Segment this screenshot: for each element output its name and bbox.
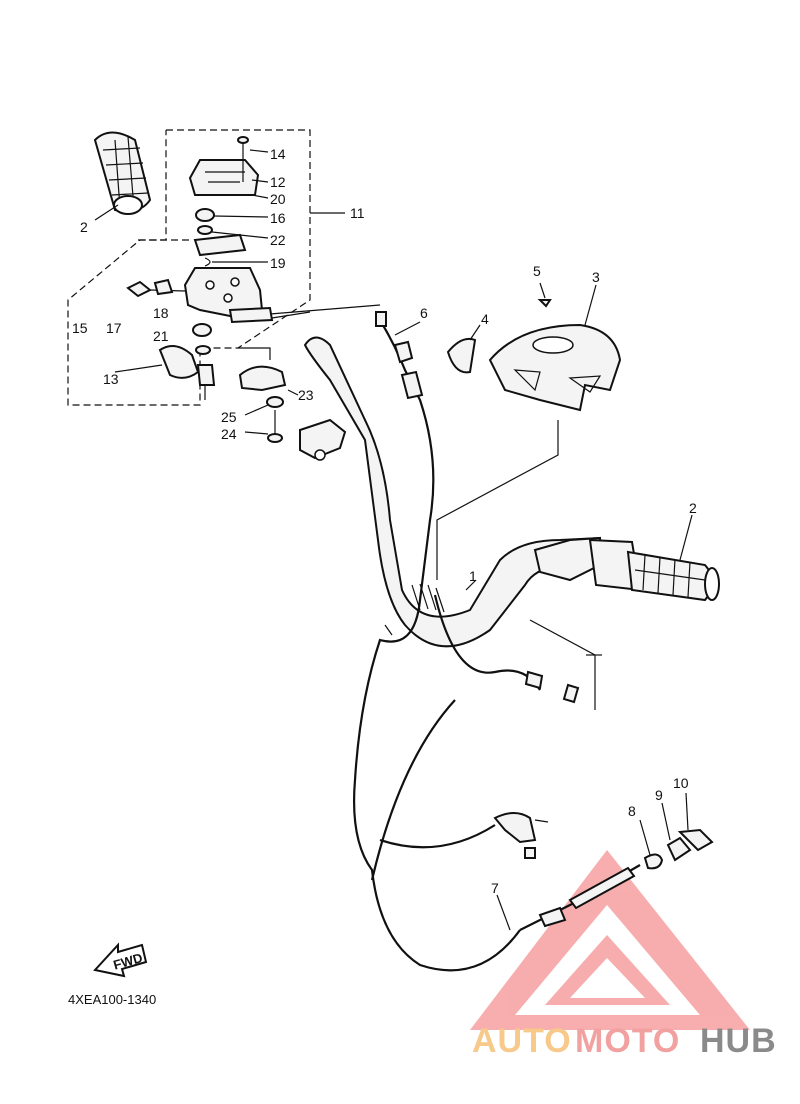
cover-parts [436,282,622,580]
switch-assembly-boundary [67,129,345,406]
part-label-17: 17 [106,320,122,336]
part-label-16: 16 [270,210,286,226]
switch-housing-upper [188,136,269,267]
part-label-9: 9 [655,787,663,803]
part-label-5: 5 [533,263,541,279]
watermark-word-hub: HUB [700,1022,777,1060]
part-label-12: 12 [270,174,286,190]
part-label-11: 11 [350,205,365,221]
part-label-4: 4 [481,311,489,327]
right-grip [533,514,720,602]
part-label-18: 18 [153,305,169,321]
watermark-word-auto: AUTO [472,1022,572,1060]
brake-cable [352,311,521,972]
part-label-19: 19 [270,255,286,271]
part-label-2-right: 2 [689,500,697,516]
throttle-cable [370,594,714,931]
fwd-arrow-icon: FWD [93,942,148,978]
part-label-22: 22 [270,232,286,248]
switch-housing-lower [114,267,381,400]
watermark-text: AUTO MOTO HUB [472,1022,777,1060]
part-labels: 2 14 12 20 11 16 22 19 15 17 18 21 13 23… [72,146,697,896]
part-label-23: 23 [298,387,314,403]
holder-parts [238,347,299,443]
part-label-13: 13 [103,371,119,387]
part-label-8: 8 [628,803,636,819]
part-label-21: 21 [153,328,169,344]
part-label-3: 3 [592,269,600,285]
part-label-7: 7 [491,880,499,896]
part-label-24: 24 [221,426,237,442]
part-label-6: 6 [420,305,428,321]
part-label-10: 10 [673,775,689,791]
part-label-2-left: 2 [80,219,88,235]
part-label-1: 1 [469,568,477,584]
watermark-logo [470,850,750,1030]
part-label-14: 14 [270,146,286,162]
part-label-20: 20 [270,191,286,207]
part-label-25: 25 [221,409,237,425]
diagram-code: 4XEA100-1340 [68,992,156,1007]
watermark-word-moto: MOTO [575,1022,680,1060]
part-label-15: 15 [72,320,88,336]
left-grip [93,131,190,241]
